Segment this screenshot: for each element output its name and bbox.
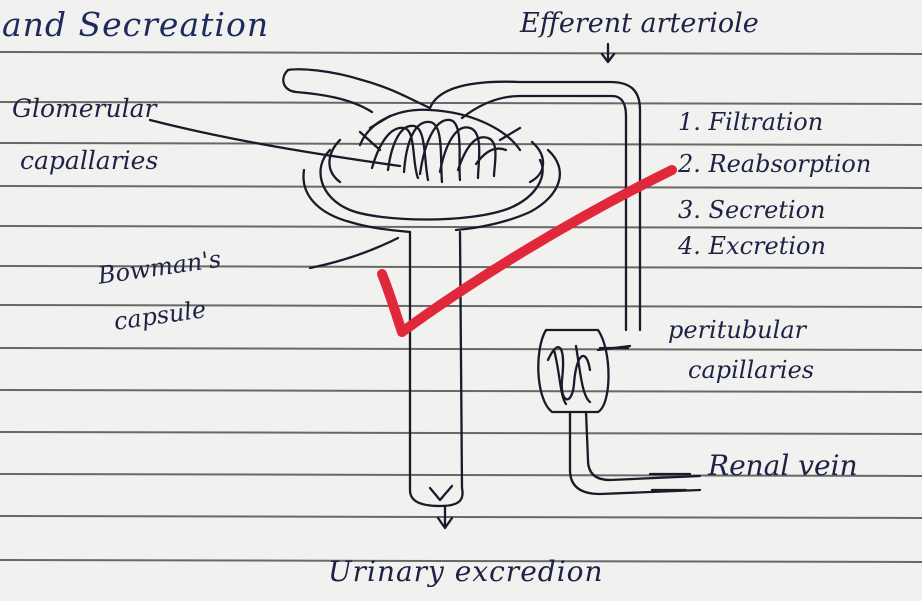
process-item: 2. Reabsorption [678, 152, 871, 176]
collecting-tube [410, 232, 463, 506]
label-peritubular: peritubular [668, 318, 806, 342]
page-title: and Secreation [2, 8, 269, 41]
label-renal-vein: Renal vein [708, 452, 858, 480]
renal-vein-path [570, 412, 700, 494]
label-urinary-excretion: Urinary excredion [328, 558, 604, 586]
process-item: 3. Secretion [678, 198, 826, 222]
label-glomerular: Glomerular [12, 96, 156, 121]
bowman-leader [310, 238, 398, 268]
peritubular-capillaries [538, 330, 608, 412]
process-item: 1. Filtration [678, 110, 823, 134]
process-item: 4. Excretion [678, 234, 826, 258]
glomerulus [360, 110, 520, 182]
label-peritubular-capillaries: capillaries [688, 358, 814, 382]
check-mark-icon [382, 170, 672, 332]
label-capillaries: capallaries [20, 148, 158, 173]
nephron-drawing [150, 44, 700, 528]
label-efferent-arteriole: Efferent arteriole [520, 10, 759, 37]
